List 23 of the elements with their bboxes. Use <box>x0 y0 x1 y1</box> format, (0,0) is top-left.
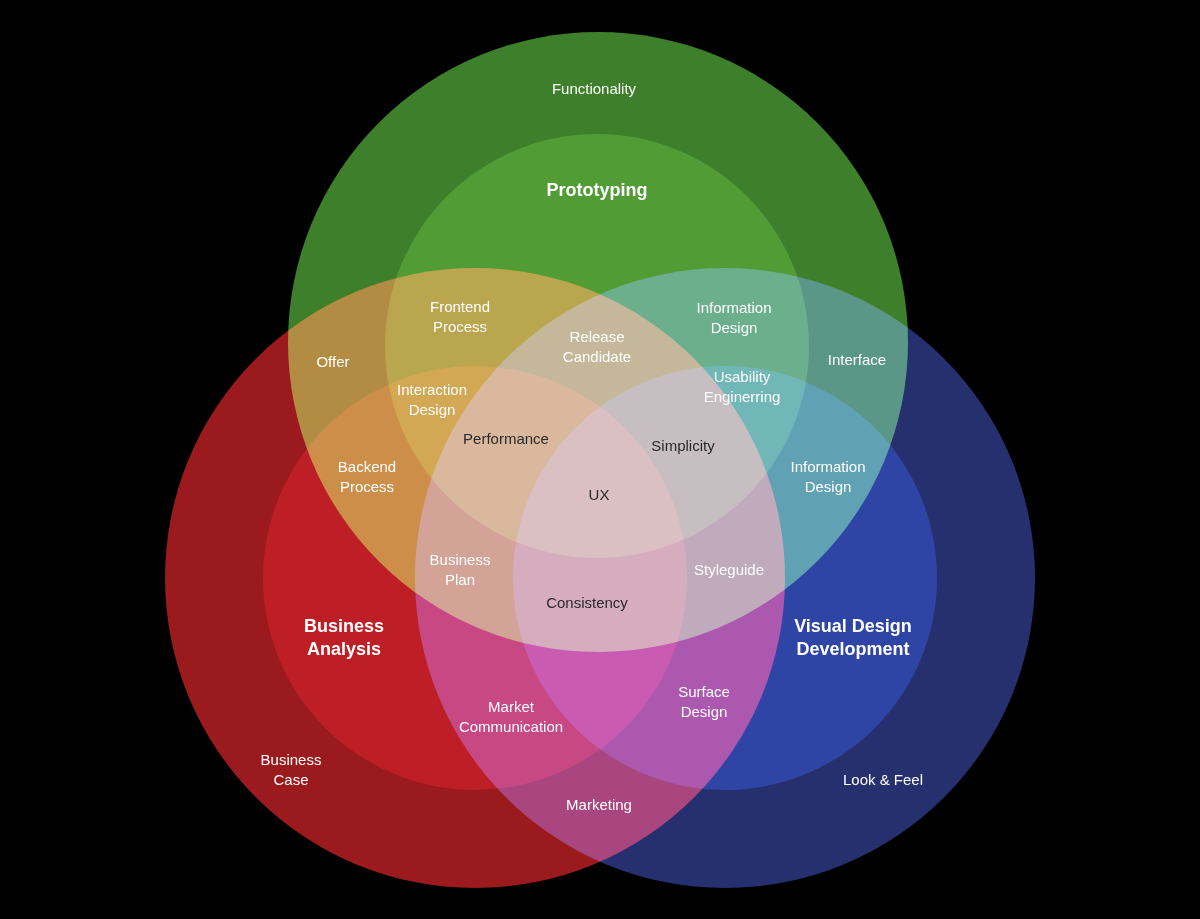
region-label: Business Plan <box>428 550 492 590</box>
region-label: Information Design <box>789 457 867 497</box>
region-label: Interaction Design <box>395 380 468 420</box>
region-label: Styleguide <box>692 560 766 580</box>
region-label: Simplicity <box>650 436 716 456</box>
circle-title: Business Analysis <box>302 615 385 661</box>
circle-label: Functionality <box>550 79 638 99</box>
region-label: Interface <box>826 350 888 370</box>
circle-title: Visual Design Development <box>793 615 913 661</box>
region-label: Market Communication <box>457 697 565 737</box>
region-label: Backend Process <box>336 457 398 497</box>
region-label: Consistency <box>545 593 629 613</box>
circle-label: Look & Feel <box>841 770 924 790</box>
circle-title: Prototyping <box>545 178 649 202</box>
circle-label: Business Case <box>259 750 323 790</box>
region-label: Release Candidate <box>561 327 633 367</box>
region-label: Surface Design <box>677 682 731 722</box>
region-label: Performance <box>462 429 550 449</box>
region-label: Offer <box>315 352 351 372</box>
region-label: Marketing <box>565 795 633 815</box>
region-label: Frontend Process <box>428 297 491 337</box>
region-label: Information Design <box>695 298 773 338</box>
region-label: UX <box>587 485 611 505</box>
